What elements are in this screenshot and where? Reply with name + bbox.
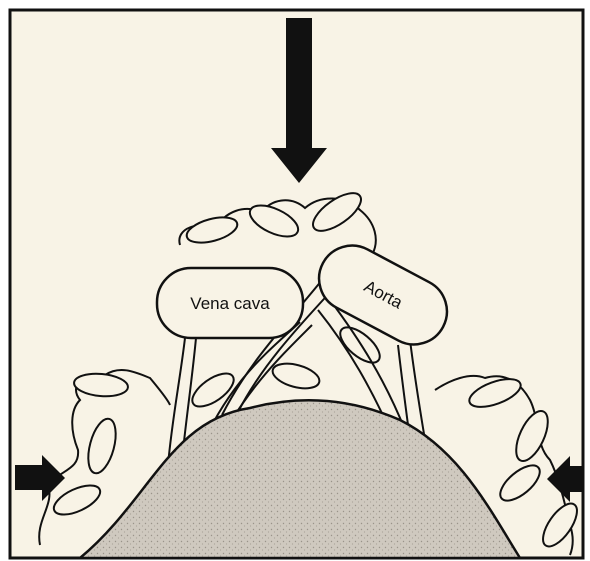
- vena-cava-label: Vena cava: [190, 294, 270, 313]
- vena-cava: Vena cava: [157, 268, 303, 338]
